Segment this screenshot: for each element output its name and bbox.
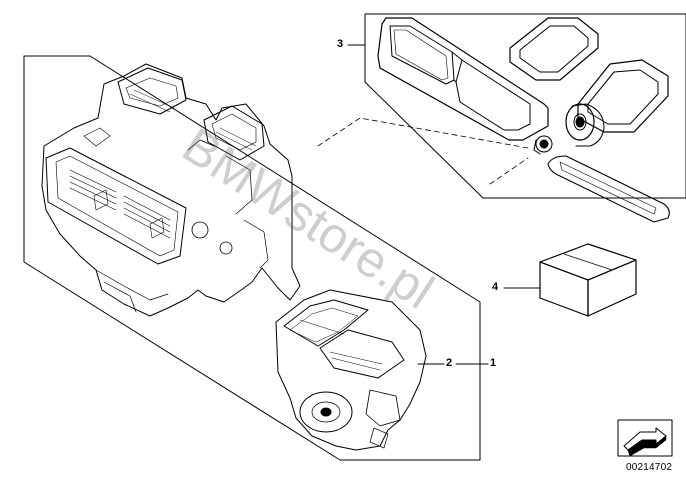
seal-kit-box [364,13,686,199]
hvac-housing [41,63,301,317]
callout-3: 3 [337,38,344,50]
double-seal-frame [377,17,549,141]
assembly-box [23,55,481,461]
leader-lines [347,44,541,365]
catalog-number: 00214702 [626,462,673,473]
grommet [533,135,553,155]
ring-seal [565,103,605,147]
square-seal-frame-right [577,59,669,133]
strip-seal [547,155,670,223]
callout-4: 4 [492,281,499,293]
square-seal-frame [509,17,599,81]
callout-1: 1 [490,357,497,369]
blower-unit [275,289,427,451]
dashed-reference-lines [317,117,529,185]
arrow-sheet-icon[interactable] [617,419,673,457]
callout-2: 2 [446,357,453,369]
box-part [539,243,637,317]
